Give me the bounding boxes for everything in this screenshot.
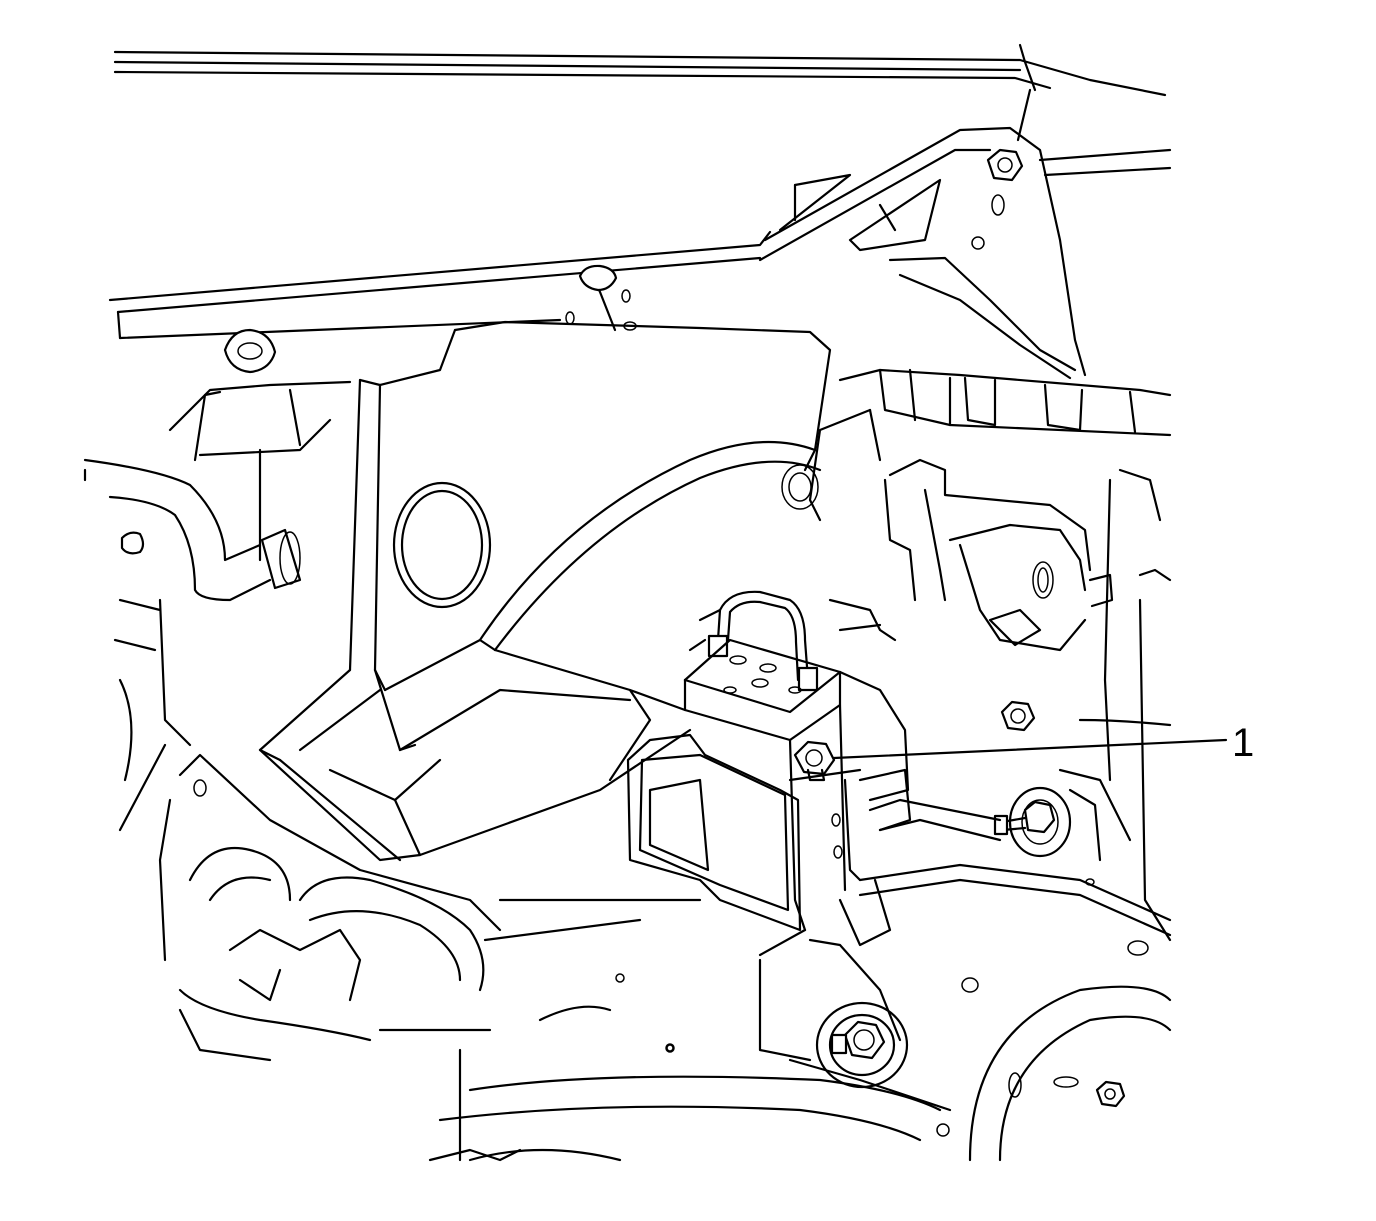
right-lower-nuts [993,700,1072,858]
cowl-panel [108,230,772,340]
lower-crossmember [428,798,1172,1162]
air-intake-duct [258,648,692,862]
cowl-grommets [223,264,637,374]
upper-strut-nut [986,148,1024,182]
callout-leader [832,738,1228,760]
right-mount-bracket [828,458,1114,652]
strut-tower-bracket [758,126,1172,380]
abs-module-mounting-bolt [793,740,836,782]
brake-lines [688,590,819,692]
hood-edge [113,43,1167,142]
callout-1-label: 1 [1232,721,1254,765]
abs-module [626,638,912,947]
air-cleaner-housing [348,320,832,692]
right-wheel-house [1058,468,1172,942]
lower-mount-bushing [815,1001,909,1089]
right-frame-rail [781,368,1172,522]
wheel-hub [936,878,1172,1162]
left-inner-fender [113,380,352,832]
misc-holes [538,973,675,1053]
lower-left-hoses [158,753,502,1062]
upper-radiator-hose [83,458,302,602]
